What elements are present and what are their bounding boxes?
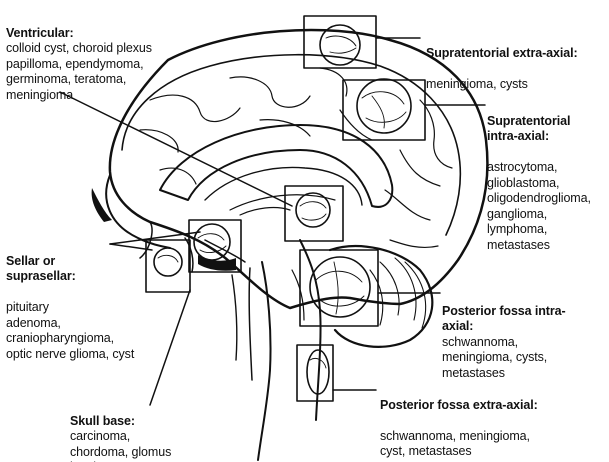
label-skull-base-title: Skull base: [70, 413, 135, 428]
label-posterior-extra: Posterior fossa extra-axial: schwannoma,… [380, 382, 605, 462]
tumor-posterior-extra [306, 349, 330, 395]
box-posterior-intra [299, 249, 379, 327]
label-supratentorial-extra-body: meningioma, cysts [426, 76, 528, 91]
label-posterior-extra-body: schwannoma, meningioma, cyst, metastases [380, 428, 530, 459]
label-sellar-title: Sellar or suprasellar: [6, 253, 76, 284]
dark-region-left [91, 188, 112, 222]
box-supratentorial-intra [342, 79, 426, 141]
label-supratentorial-intra: Supratentorial intra-axial: astrocytoma,… [487, 98, 607, 269]
label-posterior-intra: Posterior fossa intra- axial: schwannoma… [442, 288, 607, 381]
box-ventricular [284, 185, 344, 242]
label-supratentorial-extra: Supratentorial extra-axial: meningioma, … [426, 30, 606, 108]
box-posterior-extra [296, 344, 334, 402]
box-skull-base [145, 239, 191, 293]
cerebellum [328, 244, 434, 348]
dark-region-sella [198, 255, 236, 271]
label-supratentorial-intra-body: astrocytoma, glioblastoma, oligodendrogl… [487, 160, 591, 252]
box-supratentorial-extra [303, 15, 377, 69]
label-posterior-extra-title: Posterior fossa extra-axial: [380, 397, 538, 412]
tumor-ventricular [295, 192, 331, 228]
tumor-supratentorial-extra [319, 24, 361, 66]
tumor-posterior-intra [309, 256, 371, 318]
label-ventricular-title: Ventricular: [6, 25, 74, 40]
brain-outline [108, 28, 489, 310]
corpus-callosum [159, 124, 394, 208]
cortex-outline [121, 53, 462, 236]
label-ventricular: Ventricular: colloid cyst, choroid plexu… [6, 10, 286, 103]
label-skull-base-body: carcinoma, chordoma, glomus jugulare, os… [70, 429, 172, 462]
leader-ventricular [59, 91, 293, 207]
label-posterior-intra-title: Posterior fossa intra- axial: [442, 303, 566, 334]
box-sellar [188, 219, 242, 273]
label-supratentorial-extra-title: Supratentorial extra-axial: [426, 45, 578, 60]
label-posterior-intra-body: schwannoma, meningioma, cysts, metastase… [442, 334, 548, 380]
leader-sellar-b [109, 243, 153, 251]
label-ventricular-body: colloid cyst, choroid plexus papilloma, … [6, 41, 152, 102]
leader-skull-base [149, 289, 191, 406]
label-skull-base: Skull base: carcinoma, chordoma, glomus … [70, 398, 270, 462]
label-sellar-body: pituitary adenoma, craniopharyngioma, op… [6, 300, 135, 361]
tumor-skull-base [153, 247, 183, 277]
label-supratentorial-intra-title: Supratentorial intra-axial: [487, 113, 571, 144]
leader-sellar-a [109, 231, 201, 245]
label-sellar: Sellar or suprasellar: pituitary adenoma… [6, 238, 166, 378]
tumor-supratentorial-intra [356, 78, 412, 134]
tumor-sellar [193, 223, 231, 261]
